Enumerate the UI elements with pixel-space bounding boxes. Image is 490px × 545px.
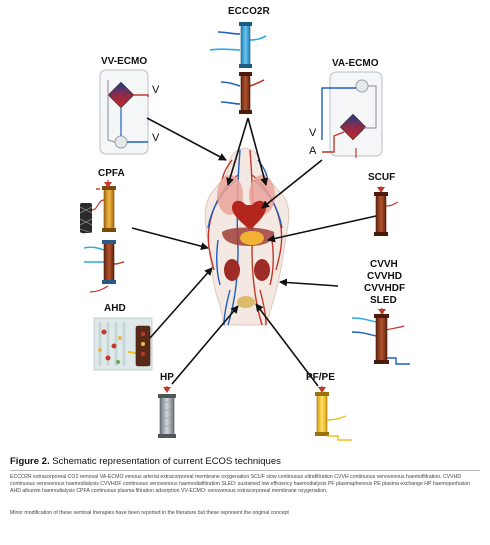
label-cvvhd: CVVHD <box>367 271 403 282</box>
label-vv-ecmo: VV-ECMO <box>101 56 148 67</box>
va-ecmo-device <box>321 71 383 158</box>
label-cpfa: CPFA <box>98 168 125 179</box>
label-cvvh: CVVH <box>370 259 398 270</box>
arrow-ecco2r-left <box>226 117 249 186</box>
figure-abbreviations: ECCO2R extracorporeal CO2 removal VA-ECM… <box>10 474 471 494</box>
scuf-device <box>374 186 399 236</box>
hp-device <box>158 386 176 438</box>
ahd-device <box>93 317 153 371</box>
technique-arrows <box>131 117 377 387</box>
label-vv-venous-1: V <box>152 84 160 96</box>
figure-note: Minor modification of these seminal ther… <box>10 510 289 516</box>
arrow-ecco2r-right <box>247 117 269 186</box>
label-sled: SLED <box>370 295 397 306</box>
arrow-pfpe <box>255 303 319 387</box>
ecos-diagram-svg <box>79 22 410 441</box>
label-ahd: AHD <box>104 303 126 314</box>
label-ecco2r: ECCO2R <box>228 6 270 17</box>
arrow-hp <box>171 305 239 385</box>
vv-ecmo-device <box>99 69 149 155</box>
figure-caption-title: Figure 2. Schematic representation of cu… <box>10 456 281 467</box>
arrow-cvvh <box>279 278 339 287</box>
label-pf-pe: PF/PE <box>306 372 335 383</box>
cpfa-device <box>79 180 125 293</box>
caption-divider <box>10 470 480 471</box>
label-hp: HP <box>160 372 174 383</box>
arrow-cpfa <box>131 227 209 251</box>
arrow-ahd <box>149 267 213 339</box>
label-va-venous: V <box>309 127 317 139</box>
figure-label: Figure 2. <box>10 456 50 467</box>
label-scuf: SCUF <box>368 172 396 183</box>
pfpe-device <box>315 386 352 441</box>
label-cvvhdf: CVVHDF <box>364 283 406 294</box>
diagram: ECCO2R VV-ECMO VA-ECMO CPFA SCUF CVVH CV… <box>79 6 410 441</box>
arrow-scuf <box>267 215 377 243</box>
figure-title: Schematic representation of current ECOS… <box>49 456 281 467</box>
label-va-ecmo: VA-ECMO <box>332 58 379 69</box>
cvvh-device <box>351 308 410 365</box>
label-va-arterial: A <box>309 145 317 157</box>
label-vv-venous-2: V <box>152 132 160 144</box>
ecco2r-device <box>209 22 267 114</box>
human-circulation-illustration <box>204 147 290 326</box>
arrow-vv-ecmo <box>146 117 227 161</box>
arrow-va-ecmo <box>261 159 323 209</box>
